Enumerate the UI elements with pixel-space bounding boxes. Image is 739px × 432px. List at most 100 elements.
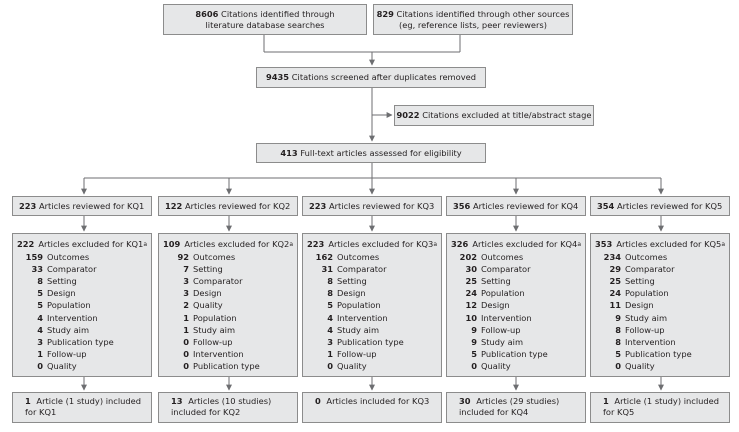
kq2-reviewed-box: 122 Articles reviewed for KQ2 (158, 196, 298, 216)
reason-label: Follow-up (337, 349, 377, 360)
reason-count: 0 (183, 349, 189, 360)
included-line-1: Articles (29 studies) (476, 396, 560, 406)
kq3-reviewed-box: 223 Articles reviewed for KQ3 (302, 196, 442, 216)
kq5-reviewed-box: 354 Articles reviewed for KQ5 (590, 196, 730, 216)
reason-label: Design (47, 288, 76, 299)
reason-label: Quality (481, 361, 511, 372)
exclusion-reason: 5 Population (17, 300, 151, 312)
exclusion-reason: 30 Comparator (451, 263, 585, 275)
reason-label: Outcomes (47, 251, 90, 262)
reason-count: 2 (183, 300, 189, 311)
screened-box: 9435 Citations screened after duplicates… (256, 67, 486, 88)
included-count: 13 (171, 396, 183, 406)
excluded-count: 353 (595, 239, 613, 249)
reason-count: 29 (609, 263, 621, 274)
included-count: 0 (315, 396, 321, 406)
reason-label: Study aim (625, 312, 668, 323)
included-count: 1 (25, 396, 31, 406)
reason-label: Comparator (625, 263, 675, 274)
excluded-abstract-box: 9022 Citations excluded at title/abstrac… (394, 105, 594, 126)
excluded-text: Articles excluded for KQ3 (328, 239, 434, 249)
other-text-2: (eg, reference lists, peer reviewers) (399, 19, 547, 30)
reason-label: Follow-up (193, 336, 233, 347)
footnote-marker: a (721, 241, 726, 248)
db-count: 8606 (195, 8, 219, 19)
reason-label: Outcomes (337, 251, 380, 262)
reviewed-count: 223 (19, 201, 37, 211)
footnote-marker: a (143, 241, 148, 248)
reason-label: Population (47, 300, 91, 311)
reason-count: 8 (327, 288, 333, 299)
reason-label: Outcomes (625, 251, 668, 262)
reason-label: Publication type (337, 336, 404, 347)
included-line-1: Article (1 study) included (614, 396, 720, 406)
exclusion-reason: 162 Outcomes (307, 251, 441, 263)
reason-count: 11 (609, 300, 621, 311)
reason-count: 24 (465, 288, 477, 299)
reason-label: Follow-up (481, 324, 521, 335)
reason-count: 3 (37, 336, 43, 347)
reason-count: 7 (183, 263, 189, 274)
reason-count: 30 (465, 263, 477, 274)
reason-label: Comparator (481, 263, 531, 274)
reason-count: 25 (465, 275, 477, 286)
exclusion-reason: 8 Setting (17, 275, 151, 287)
reason-label: Intervention (337, 312, 388, 323)
excluded-abstract-text: Citations excluded at title/abstract sta… (422, 110, 592, 120)
reason-label: Follow-up (625, 324, 665, 335)
screened-count: 9435 (265, 72, 290, 82)
reason-count: 0 (183, 361, 189, 372)
reason-count: 8 (37, 275, 43, 286)
footnote-marker: a (433, 241, 438, 248)
excluded-text: Articles excluded for KQ4 (472, 239, 578, 249)
reason-label: Population (481, 288, 525, 299)
reason-label: Setting (625, 275, 655, 286)
reason-count: 0 (37, 361, 43, 372)
excluded-text: Articles excluded for KQ2 (184, 239, 290, 249)
reason-count: 5 (327, 300, 333, 311)
reason-count: 3 (183, 275, 189, 286)
reason-label: Intervention (193, 349, 244, 360)
db-text-2: literature database searches (205, 19, 325, 30)
included-line-1: Articles included for KQ3 (326, 396, 430, 406)
reason-count: 5 (37, 300, 43, 311)
exclusion-reason: 29 Comparator (595, 263, 729, 275)
database-citations-box: 8606 Citations identified through litera… (163, 4, 367, 35)
reason-label: Setting (47, 275, 77, 286)
reviewed-text: Articles reviewed for KQ4 (472, 201, 579, 211)
reason-count: 5 (471, 349, 477, 360)
reason-label: Outcomes (193, 251, 236, 262)
excluded-count: 223 (307, 239, 325, 249)
reason-count: 8 (327, 275, 333, 286)
reason-label: Intervention (481, 312, 532, 323)
reason-count: 162 (315, 251, 333, 262)
reviewed-count: 122 (165, 201, 183, 211)
